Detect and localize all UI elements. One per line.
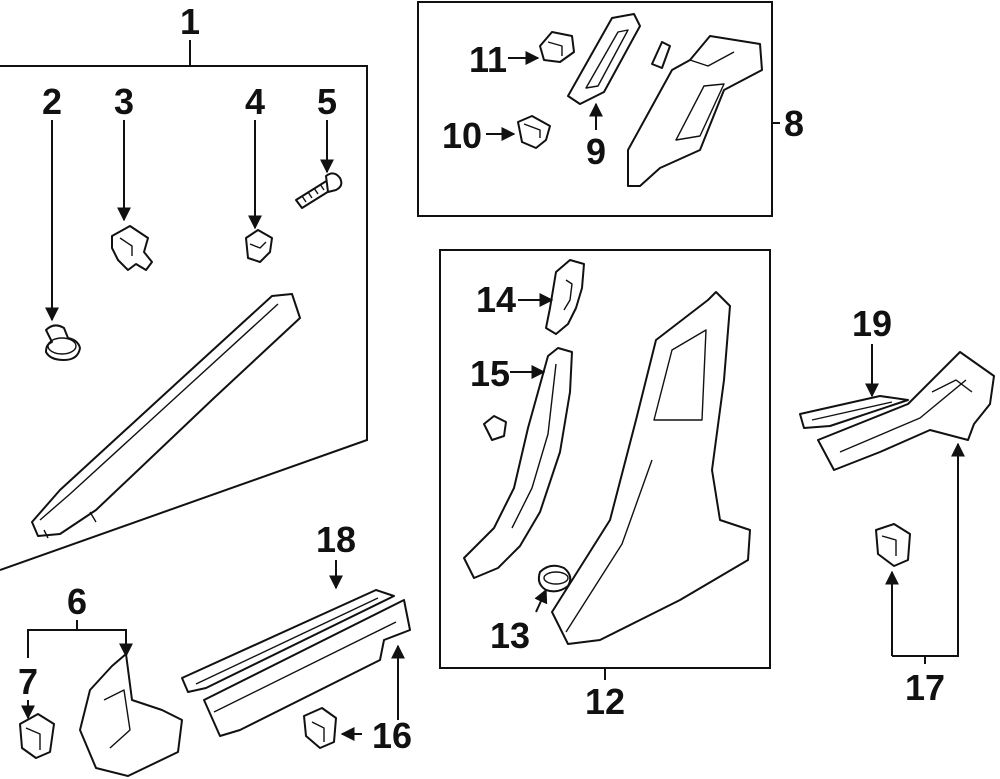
part-2-push-pin: [45, 120, 81, 361]
callout-12: 12: [585, 681, 625, 722]
part-5-screw: [295, 120, 343, 209]
part-19-sill-strip: [799, 344, 909, 429]
callout-13: 13: [490, 615, 530, 656]
callout-15: 15: [470, 353, 510, 394]
part-17-clip: [875, 442, 965, 664]
callout-11: 11: [469, 39, 507, 80]
callout-18: 18: [316, 519, 356, 560]
callout-19: 19: [852, 303, 892, 344]
part-12-small-clip: [483, 415, 507, 441]
part-11-clip: [508, 31, 575, 65]
callout-9: 9: [586, 131, 606, 172]
callout-7: 7: [18, 661, 38, 702]
callout-10: 10: [442, 115, 482, 156]
part-10-clip: [486, 115, 551, 149]
part-14-bracket: [518, 259, 585, 335]
part-8-pillar-cover: [627, 35, 763, 187]
part-7-clip: [19, 700, 55, 759]
callout-16: 16: [372, 715, 412, 756]
callout-6: 6: [67, 581, 87, 622]
part-17-rear-scuff-plate: [817, 351, 995, 471]
part-4-clip: [245, 120, 273, 263]
group-8-box: [417, 1, 773, 217]
callout-8: 8: [784, 103, 804, 144]
part-18-sill-strip: [181, 560, 395, 693]
part-1-a-pillar-trim: [31, 293, 301, 539]
part-15-inner-pillar: [463, 347, 573, 579]
callout-1: 1: [180, 1, 200, 42]
part-9-trim-strip: [567, 13, 641, 130]
part-12-b-pillar-trim: [551, 291, 751, 645]
part-16-clip: [303, 644, 405, 749]
part-13-push-pin: [534, 564, 572, 613]
callout-2: 2: [42, 81, 62, 122]
part-6-lower-trim: [27, 620, 183, 777]
part-16-scuff-plate: [203, 599, 411, 737]
group-1-frame: [0, 40, 368, 571]
callout-5: 5: [317, 81, 337, 122]
callout-4: 4: [245, 81, 265, 122]
callout-17: 17: [905, 667, 945, 708]
part-3-clip: [111, 120, 153, 271]
callout-14: 14: [476, 279, 516, 320]
callout-3: 3: [114, 81, 134, 122]
